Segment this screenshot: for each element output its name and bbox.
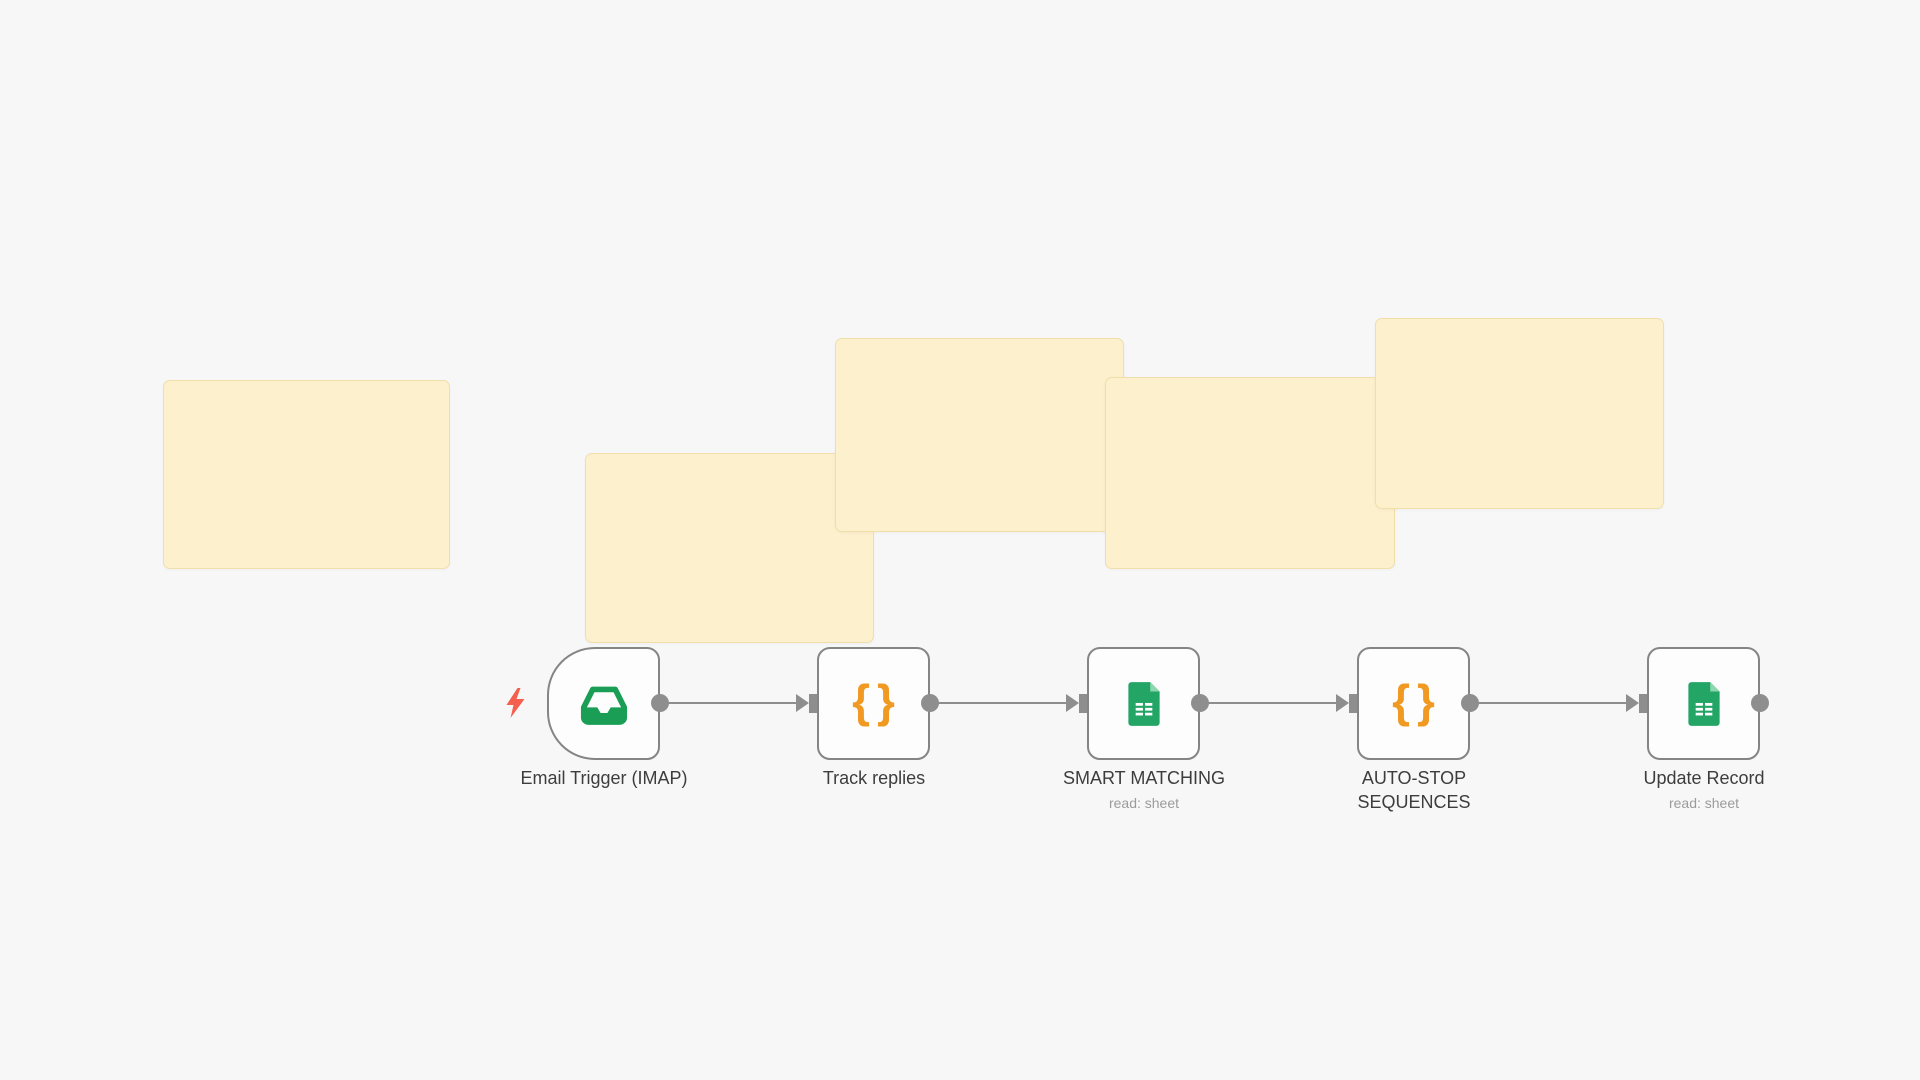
connection-line[interactable] bbox=[930, 702, 1066, 704]
node-subtitle: read: sheet bbox=[1108, 795, 1180, 811]
sticky-note[interactable] bbox=[585, 453, 874, 643]
input-arrow-icon bbox=[1066, 694, 1079, 712]
node-label: Email Trigger (IMAP) bbox=[520, 768, 688, 788]
input-arrow-icon bbox=[1626, 694, 1639, 712]
node-auto-stop-sequences[interactable]: {} bbox=[1357, 647, 1470, 760]
code-braces-icon: {} bbox=[1392, 674, 1442, 727]
input-port[interactable] bbox=[1349, 694, 1357, 713]
node-label: AUTO-STOP SEQUENCES bbox=[1357, 768, 1471, 812]
node-update-record[interactable] bbox=[1647, 647, 1760, 760]
connection-line[interactable] bbox=[660, 702, 796, 704]
connection-line[interactable] bbox=[1200, 702, 1336, 704]
output-port[interactable] bbox=[1751, 694, 1769, 712]
sticky-note[interactable] bbox=[1105, 377, 1395, 569]
connection-line[interactable] bbox=[1470, 702, 1626, 704]
output-port[interactable] bbox=[1461, 694, 1479, 712]
input-port[interactable] bbox=[1639, 694, 1647, 713]
input-port[interactable] bbox=[809, 694, 817, 713]
output-port[interactable] bbox=[921, 694, 939, 712]
google-sheets-icon bbox=[1127, 681, 1160, 726]
input-arrow-icon bbox=[1336, 694, 1349, 712]
node-email-trigger-imap[interactable] bbox=[547, 647, 660, 760]
google-sheets-icon bbox=[1687, 681, 1720, 726]
node-label: Update Record bbox=[1643, 768, 1765, 788]
node-track-replies[interactable]: {} bbox=[817, 647, 930, 760]
code-braces-icon: {} bbox=[852, 674, 902, 727]
sticky-note[interactable] bbox=[1375, 318, 1664, 509]
trigger-bolt-icon bbox=[506, 688, 525, 718]
node-subtitle: read: sheet bbox=[1668, 795, 1740, 811]
input-port[interactable] bbox=[1079, 694, 1087, 713]
sticky-note[interactable] bbox=[163, 380, 450, 569]
node-smart-matching[interactable] bbox=[1087, 647, 1200, 760]
node-label: SMART MATCHING bbox=[1062, 768, 1225, 788]
inbox-icon bbox=[580, 686, 627, 725]
sticky-note[interactable] bbox=[835, 338, 1124, 532]
output-port[interactable] bbox=[1191, 694, 1209, 712]
output-port[interactable] bbox=[651, 694, 669, 712]
node-label: Track replies bbox=[822, 768, 926, 788]
input-arrow-icon bbox=[796, 694, 809, 712]
